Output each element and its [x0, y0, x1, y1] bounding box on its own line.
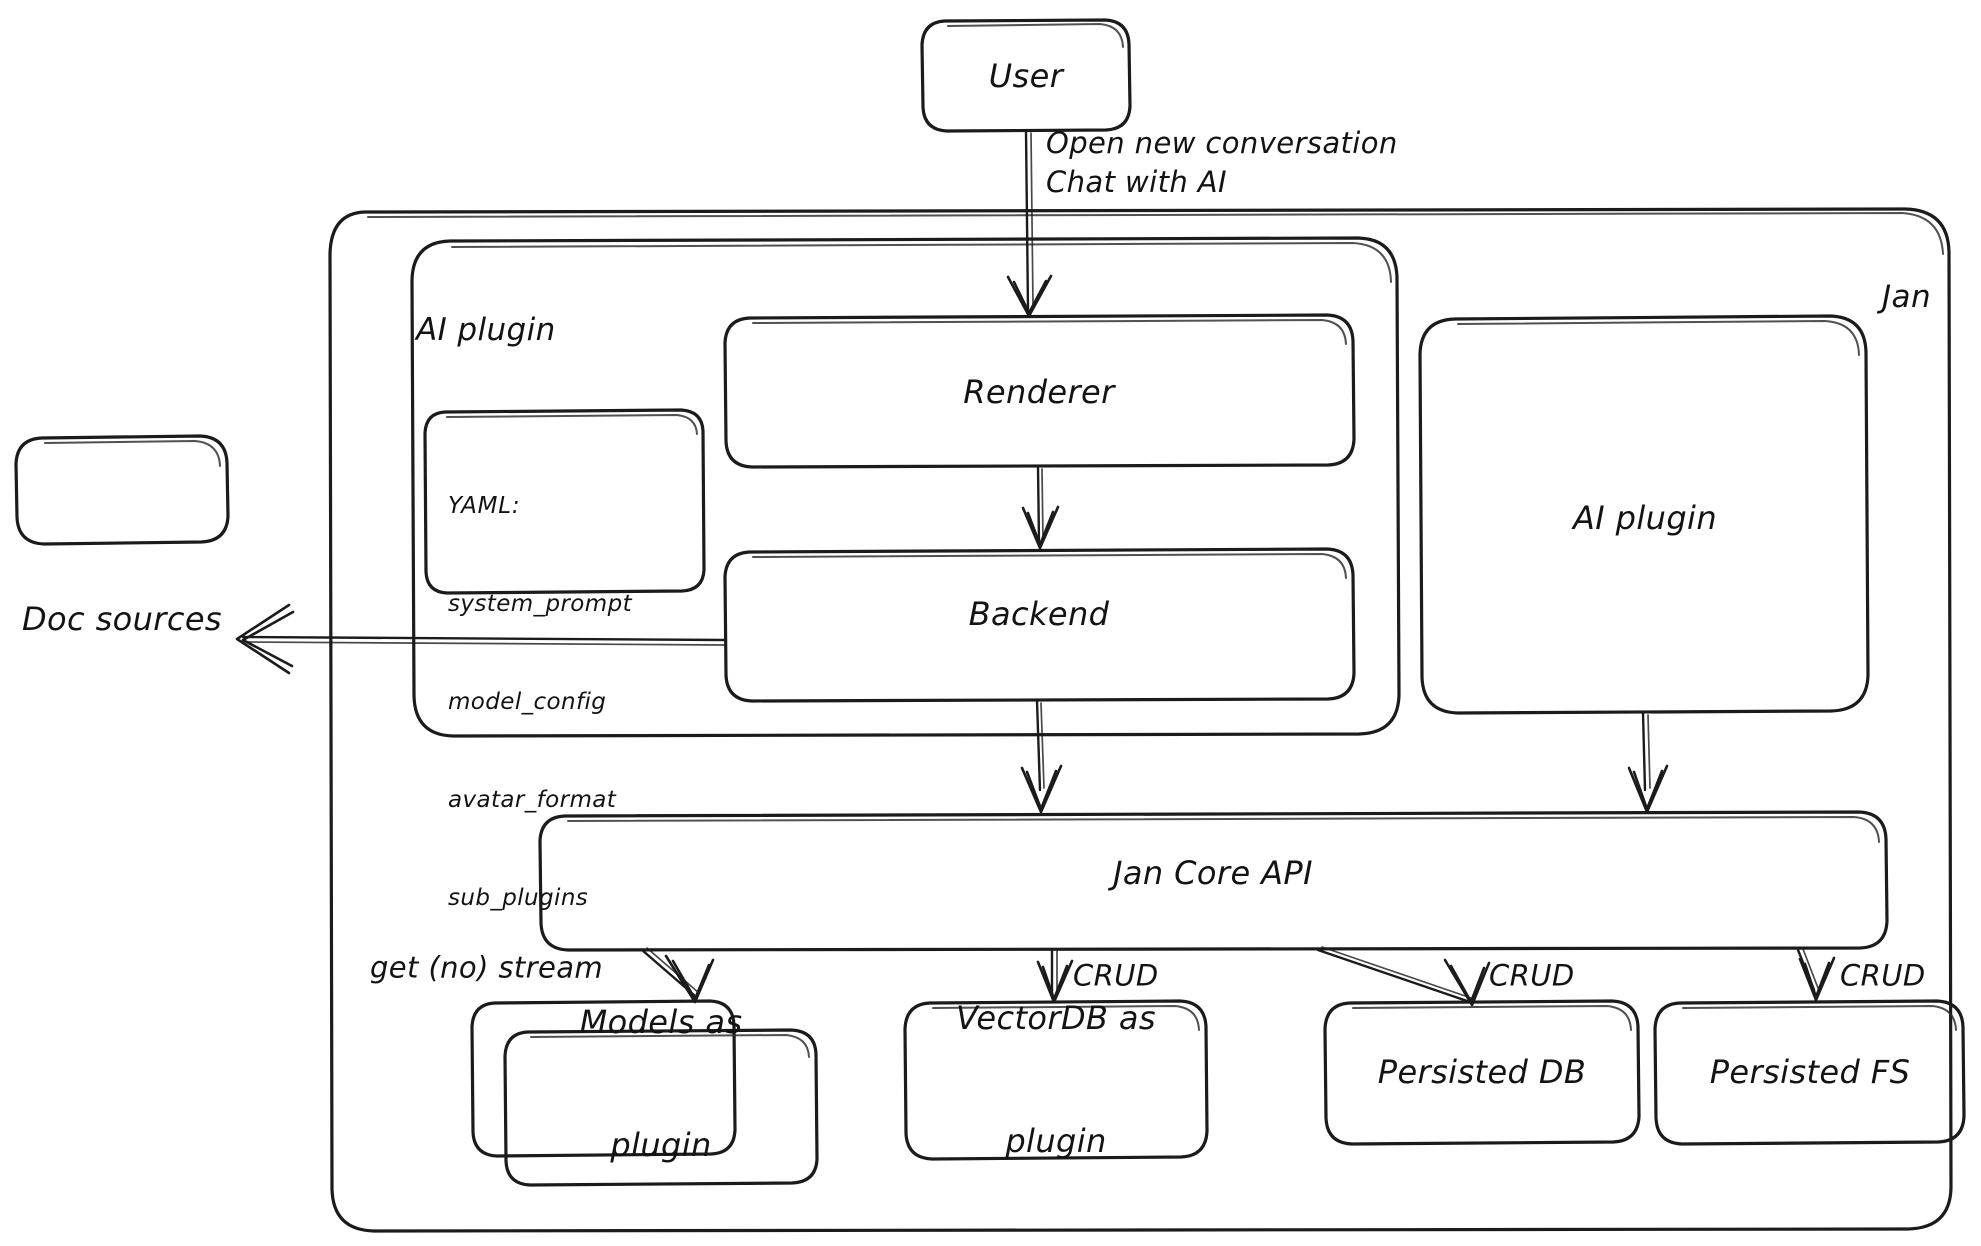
persisted-fs-node-label: Persisted FS: [1709, 1053, 1911, 1091]
persisted-db-box-shape: [1323, 999, 1641, 1146]
yaml-item-3: sub_plugins: [448, 885, 589, 912]
ai-plugin-group-label: AI plugin: [416, 312, 556, 348]
ai-plugin-node-label: AI plugin: [1572, 499, 1718, 537]
edge-ai-plugin-to-core: [1627, 711, 1669, 814]
edge-label-core-to-persisted-db: CRUD: [1489, 958, 1575, 993]
edge-user-to-renderer: [1006, 129, 1053, 318]
jan-core-api-box-shape: [538, 810, 1889, 952]
jan-core-api-node-label: Jan Core API: [1113, 854, 1313, 892]
vectordb-as-plugin-line-2: plugin: [1005, 1121, 1107, 1160]
edge-core-to-persisted-fs: [1796, 948, 1836, 1002]
user-box-shape: [920, 18, 1132, 133]
vectordb-as-plugin-box-shape: [903, 999, 1209, 1161]
persisted-db-node-label: Persisted DB: [1377, 1053, 1587, 1091]
persisted-fs-box-shape: [1653, 999, 1966, 1146]
models-as-plugin-line-2: plugin: [610, 1125, 712, 1164]
jan-container-shape: [328, 207, 1953, 1233]
renderer-box-shape: [723, 313, 1356, 469]
models-as-plugin-line-1: Models as: [579, 1003, 743, 1042]
ai-plugin-box-shape: [1418, 314, 1870, 715]
edge-backend-to-core: [1020, 699, 1063, 814]
vectordb-as-plugin-node-label: VectorDB as plugin: [956, 916, 1156, 1244]
edge-core-to-models: [640, 947, 715, 1004]
doc-sources-node-label: Doc sources: [21, 600, 223, 638]
yaml-header: YAML:: [448, 493, 521, 520]
user-node-label: User: [988, 57, 1064, 95]
backend-box-shape: [723, 547, 1356, 703]
edge-label-core-to-vectordb: CRUD: [1073, 958, 1159, 993]
edge-label-core-to-persisted-fs: CRUD: [1840, 958, 1926, 993]
vectordb-as-plugin-line-1: VectorDB as: [955, 999, 1157, 1038]
yaml-item-2: avatar_format: [448, 787, 617, 814]
ai-plugin-group-shape: [410, 236, 1401, 738]
renderer-node-label: Renderer: [963, 373, 1115, 411]
edge-backend-to-doc-sources: [235, 603, 728, 675]
models-as-plugin-node-label: Models as plugin: [580, 920, 743, 1246]
edge-core-to-vectordb: [1036, 948, 1074, 1004]
edge-renderer-to-backend: [1021, 465, 1060, 550]
yaml-card-shape: [423, 408, 706, 595]
models-as-plugin-box-shape: [470, 999, 819, 1187]
yaml-item-0: system_prompt: [448, 591, 633, 618]
yaml-card-text: YAML: system_prompt model_config avatar_…: [448, 425, 632, 980]
doc-sources-box-shape: [14, 434, 230, 546]
edge-label-core-to-models: get (no) stream: [370, 950, 604, 985]
backend-node-label: Backend: [968, 595, 1110, 633]
jan-container-label: Jan: [1882, 279, 1931, 315]
edge-core-to-persisted-db: [1316, 946, 1491, 1007]
yaml-item-1: model_config: [448, 689, 607, 716]
